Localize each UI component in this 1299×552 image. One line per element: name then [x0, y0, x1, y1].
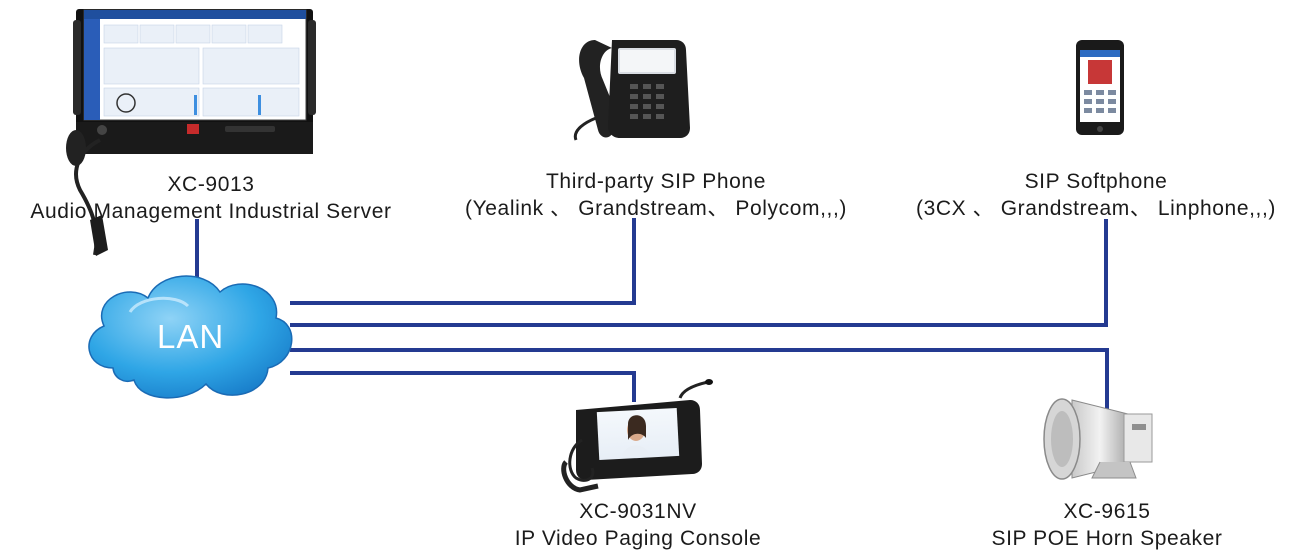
smartphone-icon — [1076, 40, 1124, 135]
softphone-caption: SIP Softphone (3CX 、 Grandstream、 Linpho… — [916, 168, 1276, 222]
speaker-name: SIP POE Horn Speaker — [991, 527, 1223, 550]
speaker-caption: XC-9615 SIP POE Horn Speaker — [991, 498, 1222, 552]
link-lan-sip-phone — [290, 218, 636, 305]
link-lan-console — [290, 371, 636, 402]
sip-phone-brands: (Yealink 、 Grandstream、 Polycom,,,) — [464, 197, 848, 220]
horn-speaker-icon — [1043, 398, 1153, 480]
server-name: Audio Management Industrial Server — [30, 200, 392, 223]
link-lan-speaker — [290, 348, 1109, 412]
sip-phone-name: Third-party SIP Phone — [545, 170, 766, 193]
console-model: XC-9031NV — [579, 500, 697, 523]
softphone-brands: (3CX 、 Grandstream、 Linphone,,,) — [915, 197, 1277, 220]
console-name: IP Video Paging Console — [514, 527, 762, 550]
speaker-model: XC-9615 — [1063, 500, 1151, 523]
server-caption: XC-9013 Audio Management Industrial Serv… — [30, 171, 391, 225]
desk-phone-icon — [573, 40, 690, 141]
server-model: XC-9013 — [167, 173, 255, 196]
connection-lines — [195, 218, 1109, 412]
paging-console-icon — [561, 379, 713, 493]
sip-phone-caption: Third-party SIP Phone (Yealink 、 Grandst… — [465, 168, 847, 222]
link-lan-softphone — [290, 219, 1108, 327]
rack-server-icon — [66, 9, 316, 256]
softphone-name: SIP Softphone — [1024, 170, 1168, 193]
lan-cloud-icon — [88, 275, 293, 399]
lan-label: LAN — [157, 318, 225, 355]
console-caption: XC-9031NV IP Video Paging Console — [515, 498, 762, 552]
